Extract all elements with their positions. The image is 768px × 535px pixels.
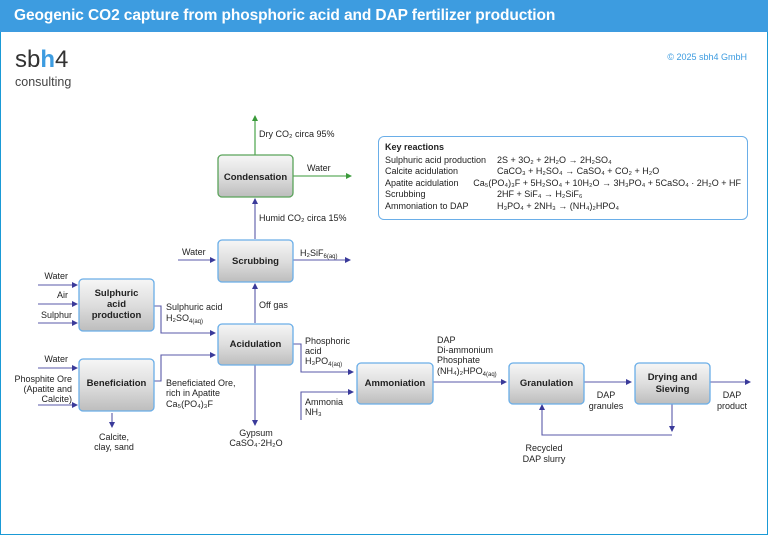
flow-arrow — [154, 305, 216, 336]
stream-label-ore: (Apatite and — [23, 384, 72, 394]
reaction-name: Scrubbing — [385, 189, 426, 200]
stream-label-calcite: Calcite, — [99, 432, 129, 442]
stream-label-water-sulphuric: Water — [44, 271, 68, 281]
reaction-name: Calcite acidulation — [385, 166, 459, 177]
flow-lines — [38, 198, 751, 436]
process-box-scrubbing: Scrubbing — [217, 239, 294, 283]
stream-label-phosphoric-acid: Phosphoric — [305, 336, 351, 346]
stream-label-ammonia: Ammonia — [305, 397, 343, 407]
stream-label-recycled-slurry: DAP slurry — [523, 454, 566, 464]
stream-label-dry-co2: Dry CO₂ circa 95% — [259, 129, 335, 139]
stream-label-sulphur: Sulphur — [41, 310, 72, 320]
stream-label-off-gas: Off gas — [259, 300, 288, 310]
reaction-formula: Ca₅(PO₄)₃F + 5H₂SO₄ + 10H₂O → 3H₃PO₄ + 5… — [473, 177, 741, 188]
company-logo: sbh4 consulting — [15, 46, 72, 90]
process-label: Scrubbing — [232, 256, 279, 267]
process-box-ammoniation: Ammoniation — [356, 362, 434, 405]
stream-label-ore: Phosphite Ore — [14, 374, 72, 384]
process-box-beneficiation: Beneficiation — [78, 358, 155, 412]
stream-label-dap: DAP — [437, 335, 456, 345]
logo-highlight: h — [40, 46, 56, 73]
stream-label-dap-product: product — [717, 401, 748, 411]
process-box-acidulation: Acidulation — [217, 323, 294, 366]
stream-label-beneficiated-ore: Beneficiated Ore, — [166, 378, 236, 388]
process-label: production — [92, 310, 142, 321]
stream-label-beneficiated-ore: rich in Apatite — [166, 388, 220, 398]
stream-label-dap-granules: DAP — [597, 390, 616, 400]
logo-suffix: 4 — [55, 46, 69, 73]
reaction-formula: 2S + 3O₂ + 2H₂O → 2H₂SO₄ — [497, 154, 612, 165]
stream-label-nh4-2hpo4: (NH₄)₂HPO4(aq) — [437, 366, 497, 378]
stream-label-air: Air — [57, 290, 68, 300]
stream-label-beneficiated-ore: Ca₅(PO₄)₃F — [166, 399, 213, 409]
logo-prefix: sb — [15, 46, 41, 73]
process-label: Ammoniation — [365, 378, 426, 389]
reaction-name: Ammoniation to DAP — [385, 200, 469, 211]
key-reactions-title: Key reactions — [385, 142, 445, 152]
flow-arrow — [300, 389, 354, 420]
stream-label-water-scrubbing: Water — [182, 247, 206, 257]
stream-label-dap: Di-ammonium — [437, 345, 493, 355]
stream-label-sulphuric-acid: Sulphuric acid — [166, 302, 223, 312]
process-box-drying-and-sieving: Drying and Sieving — [634, 362, 711, 405]
process-label: Sieving — [656, 384, 690, 395]
process-label: Beneficiation — [87, 378, 147, 389]
stream-label-calcite: clay, sand — [94, 442, 134, 452]
reaction-row: Apatite acidulation Ca₅(PO₄)₃F + 5H₂SO₄ +… — [385, 177, 741, 189]
copyright-notice: © 2025 sbh4 GmbH — [667, 52, 747, 62]
stream-label-dap-product: DAP — [723, 390, 742, 400]
process-label: Granulation — [520, 378, 574, 389]
title-bar: Geogenic CO2 capture from phosphoric aci… — [0, 0, 768, 32]
process-label: Drying and — [648, 372, 698, 383]
stream-label-water-beneficiation: Water — [44, 354, 68, 364]
key-reactions-box: Key reactions Sulphuric acid production 2… — [378, 136, 748, 220]
stream-label-phosphoric-acid: acid — [305, 346, 322, 356]
stream-label-nh3: NH₃ — [305, 407, 322, 417]
reaction-formula: 2HF + SiF₄ → H₂SiF₆ — [497, 189, 583, 200]
stream-label-h2so4: H₂SO4(aq) — [166, 313, 203, 325]
stream-label-humid-co2: Humid CO₂ circa 15% — [259, 213, 347, 223]
process-box-condensation: Condensation — [217, 154, 294, 198]
flow-arrow — [293, 343, 354, 375]
process-label: Sulphuric — [95, 288, 139, 299]
flow-arrow — [539, 404, 672, 436]
stream-label-ore: Calcite) — [41, 394, 72, 404]
flow-arrow — [154, 352, 216, 382]
process-label: Acidulation — [230, 339, 282, 350]
stream-label-dap-granules: granules — [589, 401, 624, 411]
stream-label-h2sif6: H₂SiF6(aq) — [300, 248, 338, 260]
process-label: acid — [107, 299, 126, 310]
reaction-name: Sulphuric acid production — [385, 154, 487, 165]
reaction-formula: H₃PO₄ + 2NH₃ → (NH₄)₂HPO₄ — [497, 200, 620, 211]
reaction-row: Scrubbing 2HF + SiF₄ → H₂SiF₆ — [385, 189, 741, 201]
stream-label-gypsum: CaSO₄·2H₂O — [229, 438, 282, 448]
stream-label-dap: Phosphate — [437, 355, 480, 365]
reaction-row: Calcite acidulation CaCO₃ + H₂SO₄ → CaSO₄… — [385, 166, 741, 178]
co2-flow-lines — [252, 115, 352, 179]
page-title: Geogenic CO2 capture from phosphoric aci… — [14, 7, 556, 24]
process-box-sulphuric-acid-production: Sulphuric acid production — [78, 278, 155, 332]
reaction-formula: CaCO₃ + H₂SO₄ → CaSO₄ + CO₂ + H₂O — [497, 166, 660, 177]
stream-label-recycled-slurry: Recycled — [525, 443, 562, 453]
process-box-granulation: Granulation — [508, 362, 585, 405]
reaction-row: Ammoniation to DAP H₃PO₄ + 2NH₃ → (NH₄)₂H… — [385, 200, 741, 212]
stream-label-gypsum: Gypsum — [239, 428, 273, 438]
logo-subtitle: consulting — [15, 75, 72, 89]
reaction-name: Apatite acidulation — [385, 177, 459, 188]
stream-label-h3po4: H₃PO4(aq) — [305, 356, 342, 368]
process-label: Condensation — [224, 172, 288, 183]
reaction-row: Sulphuric acid production 2S + 3O₂ + 2H₂O… — [385, 154, 741, 166]
stream-label-water-out: Water — [307, 163, 331, 173]
